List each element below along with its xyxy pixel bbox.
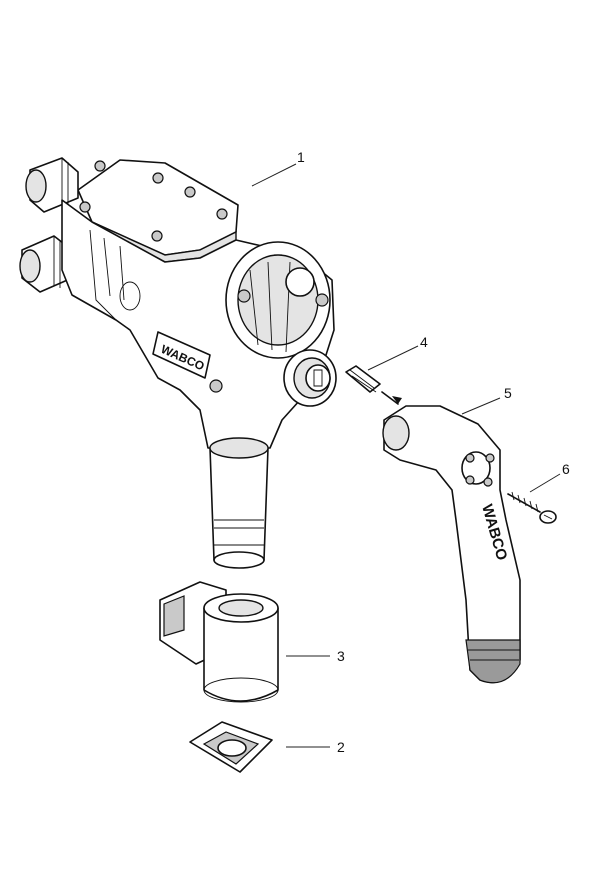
leader-line-1 [251, 163, 297, 187]
part-1-valve-body: WABCO [19, 157, 337, 569]
callout-6: 6 [562, 461, 570, 477]
callout-3: 3 [337, 648, 345, 664]
callout-5: 5 [504, 385, 512, 401]
leader-line-6 [529, 473, 561, 493]
part-5-handle-lever: WABCO [382, 405, 521, 684]
callout-2: 2 [337, 739, 345, 755]
callout-4: 4 [420, 334, 428, 350]
part-3-solenoid-coil [159, 581, 279, 703]
part-2-retaining-clip [189, 721, 273, 773]
part-6-screw [507, 491, 557, 524]
leader-line-5 [461, 397, 501, 415]
part-4-coupling-pin [345, 365, 402, 405]
leader-line-4 [367, 345, 419, 371]
callout-1: 1 [297, 149, 305, 165]
